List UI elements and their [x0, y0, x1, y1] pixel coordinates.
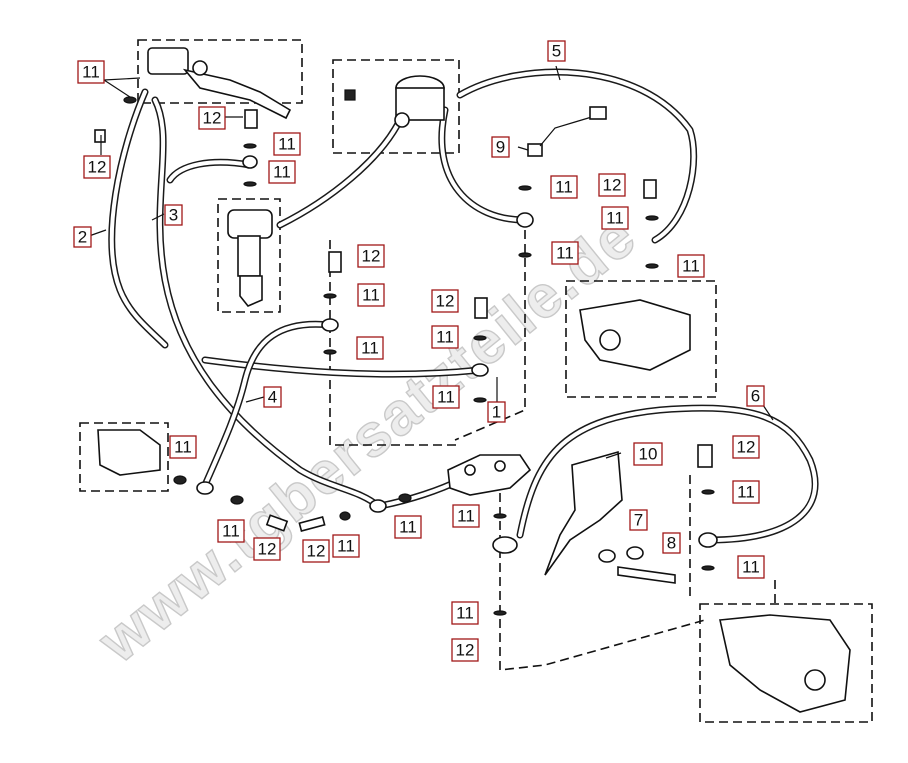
svg-text:12: 12: [362, 247, 381, 266]
svg-text:12: 12: [88, 158, 107, 177]
callout-12: 12: [253, 537, 281, 561]
callout-6: 6: [746, 385, 765, 407]
callout-11: 11: [737, 555, 765, 579]
callout-11: 11: [217, 519, 245, 543]
callout-4: 4: [263, 386, 282, 408]
callout-12: 12: [198, 106, 226, 130]
svg-text:12: 12: [456, 641, 475, 660]
callout-12: 12: [357, 244, 385, 268]
svg-text:11: 11: [737, 483, 755, 502]
svg-text:12: 12: [307, 542, 326, 561]
callout-11: 11: [550, 175, 578, 199]
svg-text:11: 11: [456, 604, 474, 623]
callout-3: 3: [164, 204, 183, 226]
callout-11: 11: [732, 480, 760, 504]
svg-text:11: 11: [222, 522, 240, 541]
callout-12: 12: [431, 289, 459, 313]
svg-text:3: 3: [169, 206, 178, 225]
callout-11: 11: [77, 60, 105, 84]
svg-text:1: 1: [492, 403, 501, 422]
brake-hoses: [108, 68, 819, 544]
callout-8: 8: [662, 532, 681, 554]
svg-text:12: 12: [737, 438, 756, 457]
detail-frames: [79, 39, 873, 723]
callout-11: 11: [452, 504, 480, 528]
svg-text:11: 11: [278, 135, 296, 154]
callout-10: 10: [633, 442, 663, 466]
svg-text:10: 10: [639, 445, 658, 464]
callout-12: 12: [451, 638, 479, 662]
svg-text:11: 11: [362, 286, 380, 305]
callout-11: 11: [431, 325, 459, 349]
svg-text:11: 11: [682, 257, 700, 276]
callout-12: 12: [598, 173, 626, 197]
callout-11: 11: [601, 206, 629, 230]
svg-text:12: 12: [203, 109, 222, 128]
callout-5: 5: [547, 40, 566, 62]
callout-1: 1: [487, 401, 506, 423]
svg-text:11: 11: [361, 339, 379, 358]
svg-text:5: 5: [552, 42, 561, 61]
callout-11: 11: [677, 254, 705, 278]
parts: [94, 47, 851, 713]
svg-text:2: 2: [78, 228, 87, 247]
svg-text:11: 11: [606, 209, 624, 228]
callout-11: 11: [357, 283, 385, 307]
svg-text:11: 11: [337, 537, 355, 556]
svg-text:4: 4: [268, 388, 277, 407]
callouts: 11 12 12 11 11 2 3 5 9 11 12 11 11 11 12…: [73, 40, 765, 662]
callout-11: 11: [332, 534, 360, 558]
svg-text:11: 11: [399, 518, 417, 537]
svg-text:12: 12: [603, 176, 622, 195]
svg-text:11: 11: [556, 244, 574, 263]
callout-11: 11: [169, 435, 197, 459]
svg-text:11: 11: [82, 63, 100, 82]
callout-11: 11: [394, 515, 422, 539]
callout-11: 11: [451, 601, 479, 625]
svg-text:9: 9: [496, 138, 505, 157]
callout-2: 2: [73, 226, 92, 248]
svg-text:11: 11: [457, 507, 475, 526]
svg-text:7: 7: [634, 511, 643, 530]
callout-11: 11: [356, 336, 384, 360]
callout-7: 7: [629, 509, 648, 531]
callout-12: 12: [732, 435, 760, 459]
callout-9: 9: [491, 136, 510, 158]
svg-text:11: 11: [273, 163, 291, 182]
svg-text:11: 11: [436, 328, 454, 347]
callout-11: 11: [273, 132, 301, 156]
svg-text:8: 8: [667, 534, 676, 553]
svg-text:6: 6: [751, 387, 760, 406]
callout-12: 12: [83, 155, 111, 179]
svg-text:11: 11: [174, 438, 192, 457]
callout-11: 11: [551, 241, 579, 265]
svg-text:11: 11: [555, 178, 573, 197]
svg-text:12: 12: [436, 292, 455, 311]
svg-text:11: 11: [742, 558, 760, 577]
callout-11: 11: [268, 160, 296, 184]
svg-text:11: 11: [437, 388, 455, 407]
callout-11: 11: [432, 385, 460, 409]
callout-12: 12: [302, 539, 330, 563]
svg-text:12: 12: [258, 540, 277, 559]
